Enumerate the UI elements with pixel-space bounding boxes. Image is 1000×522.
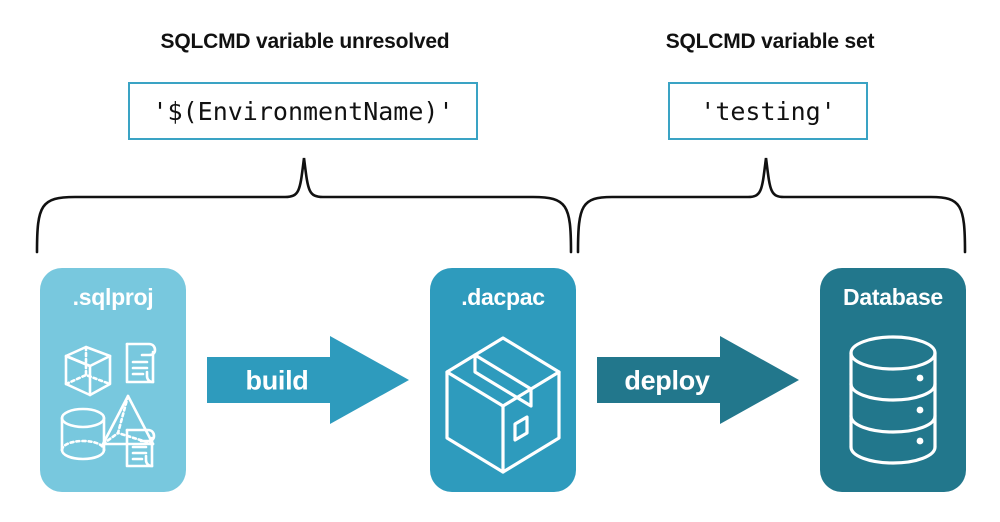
stage-label-database: Database bbox=[843, 284, 943, 310]
section-title-sqlcmd-unresolved: SQLCMD variable unresolved bbox=[160, 30, 450, 53]
code-box-testing: 'testing' bbox=[668, 82, 868, 140]
database-cylinder-icon bbox=[849, 335, 937, 465]
arrow-label-deploy: deploy bbox=[624, 365, 710, 395]
stage-label-sqlproj: .sqlproj bbox=[72, 284, 154, 310]
brace-deploy-scope bbox=[576, 157, 967, 254]
arrow-deploy: deploy bbox=[592, 333, 807, 428]
stage-box-database: Database bbox=[820, 268, 966, 492]
code-box-environment-name: '$(EnvironmentName)' bbox=[128, 82, 478, 140]
package-box-icon bbox=[445, 336, 561, 474]
brace-build-scope bbox=[35, 157, 573, 254]
sql-project-artifacts-icon bbox=[60, 342, 157, 468]
arrow-label-build: build bbox=[245, 365, 309, 395]
stage-box-sqlproj: .sqlproj bbox=[40, 268, 186, 492]
section-title-sqlcmd-set: SQLCMD variable set bbox=[665, 30, 875, 53]
right-arrow-icon bbox=[597, 336, 799, 424]
stage-box-dacpac: .dacpac bbox=[430, 268, 576, 492]
arrow-build: build bbox=[202, 333, 417, 428]
right-arrow-icon bbox=[207, 336, 409, 424]
stage-label-dacpac: .dacpac bbox=[461, 284, 545, 310]
